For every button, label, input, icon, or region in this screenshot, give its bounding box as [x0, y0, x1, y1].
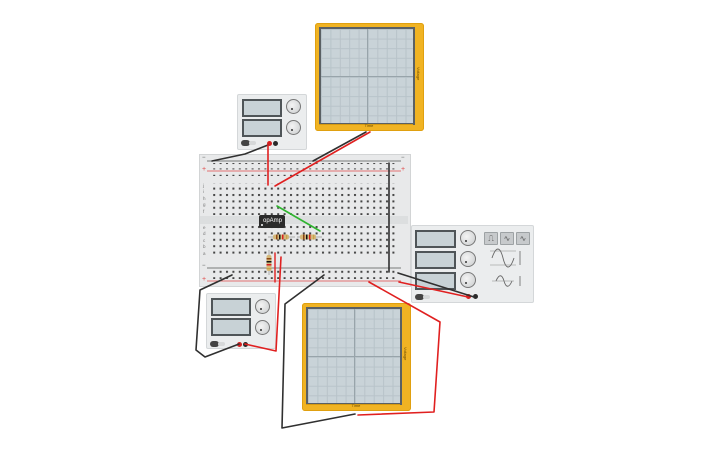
- wires: [195, 131, 475, 429]
- time-axis-line: [306, 404, 400, 405]
- power-switch-label: [218, 342, 225, 346]
- frequency-display: [415, 230, 456, 248]
- function-generator[interactable]: ⎍ ∿ ∿: [411, 225, 534, 303]
- top-power-rail: [207, 160, 401, 176]
- power-supply-top[interactable]: [237, 94, 307, 150]
- amplitude-display: [415, 251, 456, 269]
- time-label: Time: [364, 123, 374, 128]
- rail-minus-label-top: −: [202, 155, 206, 161]
- power-switch-label: [423, 295, 430, 299]
- current-knob[interactable]: [255, 320, 270, 335]
- voltage-display: [242, 99, 282, 117]
- oscilloscope-screen: [319, 27, 415, 125]
- current-knob[interactable]: [286, 120, 301, 135]
- wire-black: [312, 131, 367, 162]
- row-labels-top: j i h g f: [203, 183, 209, 215]
- wire-red: [274, 131, 371, 187]
- row-label-h: h: [203, 195, 206, 201]
- row-label-i: i: [203, 189, 204, 195]
- current-display: [242, 119, 282, 137]
- resistor-r1[interactable]: [268, 234, 295, 240]
- row-label-e: e: [203, 225, 206, 230]
- pin1-marker: [261, 224, 263, 226]
- power-switch[interactable]: [210, 341, 219, 347]
- voltage-label: Voltage: [403, 347, 408, 361]
- row-label-b: b: [203, 244, 206, 250]
- time-axis-line: [319, 124, 413, 125]
- oscilloscope-top[interactable]: Time Voltage: [315, 23, 424, 131]
- opamp-chip[interactable]: opAmp: [259, 215, 285, 228]
- bottom-power-rail: [207, 267, 401, 282]
- wire-black: [195, 274, 240, 358]
- oscilloscope-axis-y: [354, 309, 355, 403]
- rail-plus-label-bottom: +: [202, 276, 207, 283]
- resistor-r2[interactable]: [297, 234, 322, 240]
- row-label-j: j: [203, 183, 204, 188]
- resistor-r3[interactable]: [266, 250, 272, 275]
- row-label-f: f: [203, 208, 205, 214]
- row-label-c: c: [203, 237, 206, 243]
- wire-black: [397, 272, 475, 298]
- rail-minus-label-top-right: −: [401, 155, 405, 161]
- current-display: [211, 318, 251, 336]
- wire-black: [211, 144, 269, 162]
- sawtooth-wave-button[interactable]: ∿: [516, 232, 530, 245]
- wire-red: [244, 256, 282, 352]
- frequency-knob[interactable]: [460, 230, 476, 246]
- amplitude-knob[interactable]: [460, 251, 476, 267]
- row-label-g: g: [203, 202, 206, 208]
- wire-black: [281, 274, 356, 429]
- voltage-knob[interactable]: [255, 299, 270, 314]
- opamp-label: opAmp: [263, 218, 283, 224]
- row-label-d: d: [203, 231, 206, 237]
- power-switch[interactable]: [241, 140, 250, 146]
- oscilloscope-axis-y: [367, 29, 368, 123]
- negative-terminal[interactable]: [473, 294, 478, 299]
- rail-minus-label-bottom: −: [202, 263, 206, 269]
- wire-red: [357, 281, 441, 416]
- center-channel: [200, 216, 408, 224]
- row-labels-bottom: e d c b a: [203, 225, 209, 257]
- rail-plus-label-top-right: +: [401, 166, 406, 173]
- offset-knob[interactable]: [460, 272, 476, 288]
- terminal-strip-bottom: [210, 225, 398, 257]
- offset-display: [415, 272, 456, 290]
- voltage-display: [211, 298, 251, 316]
- negative-terminal[interactable]: [273, 141, 278, 146]
- row-label-a: a: [203, 250, 206, 256]
- power-switch-label: [249, 141, 256, 145]
- terminal-strip-top: [210, 183, 398, 215]
- power-switch[interactable]: [415, 294, 424, 300]
- voltage-knob[interactable]: [286, 99, 301, 114]
- rail-plus-label-top: +: [202, 166, 207, 173]
- positive-terminal[interactable]: [267, 141, 272, 146]
- wire-green: [276, 205, 321, 232]
- time-label: Time: [351, 403, 361, 408]
- square-wave-button[interactable]: ⎍: [484, 232, 498, 245]
- triangle-wave-button[interactable]: ∿: [500, 232, 514, 245]
- wire-red: [398, 281, 469, 298]
- oscilloscope-bottom[interactable]: Time Voltage: [302, 303, 411, 411]
- voltage-label: Voltage: [416, 67, 421, 81]
